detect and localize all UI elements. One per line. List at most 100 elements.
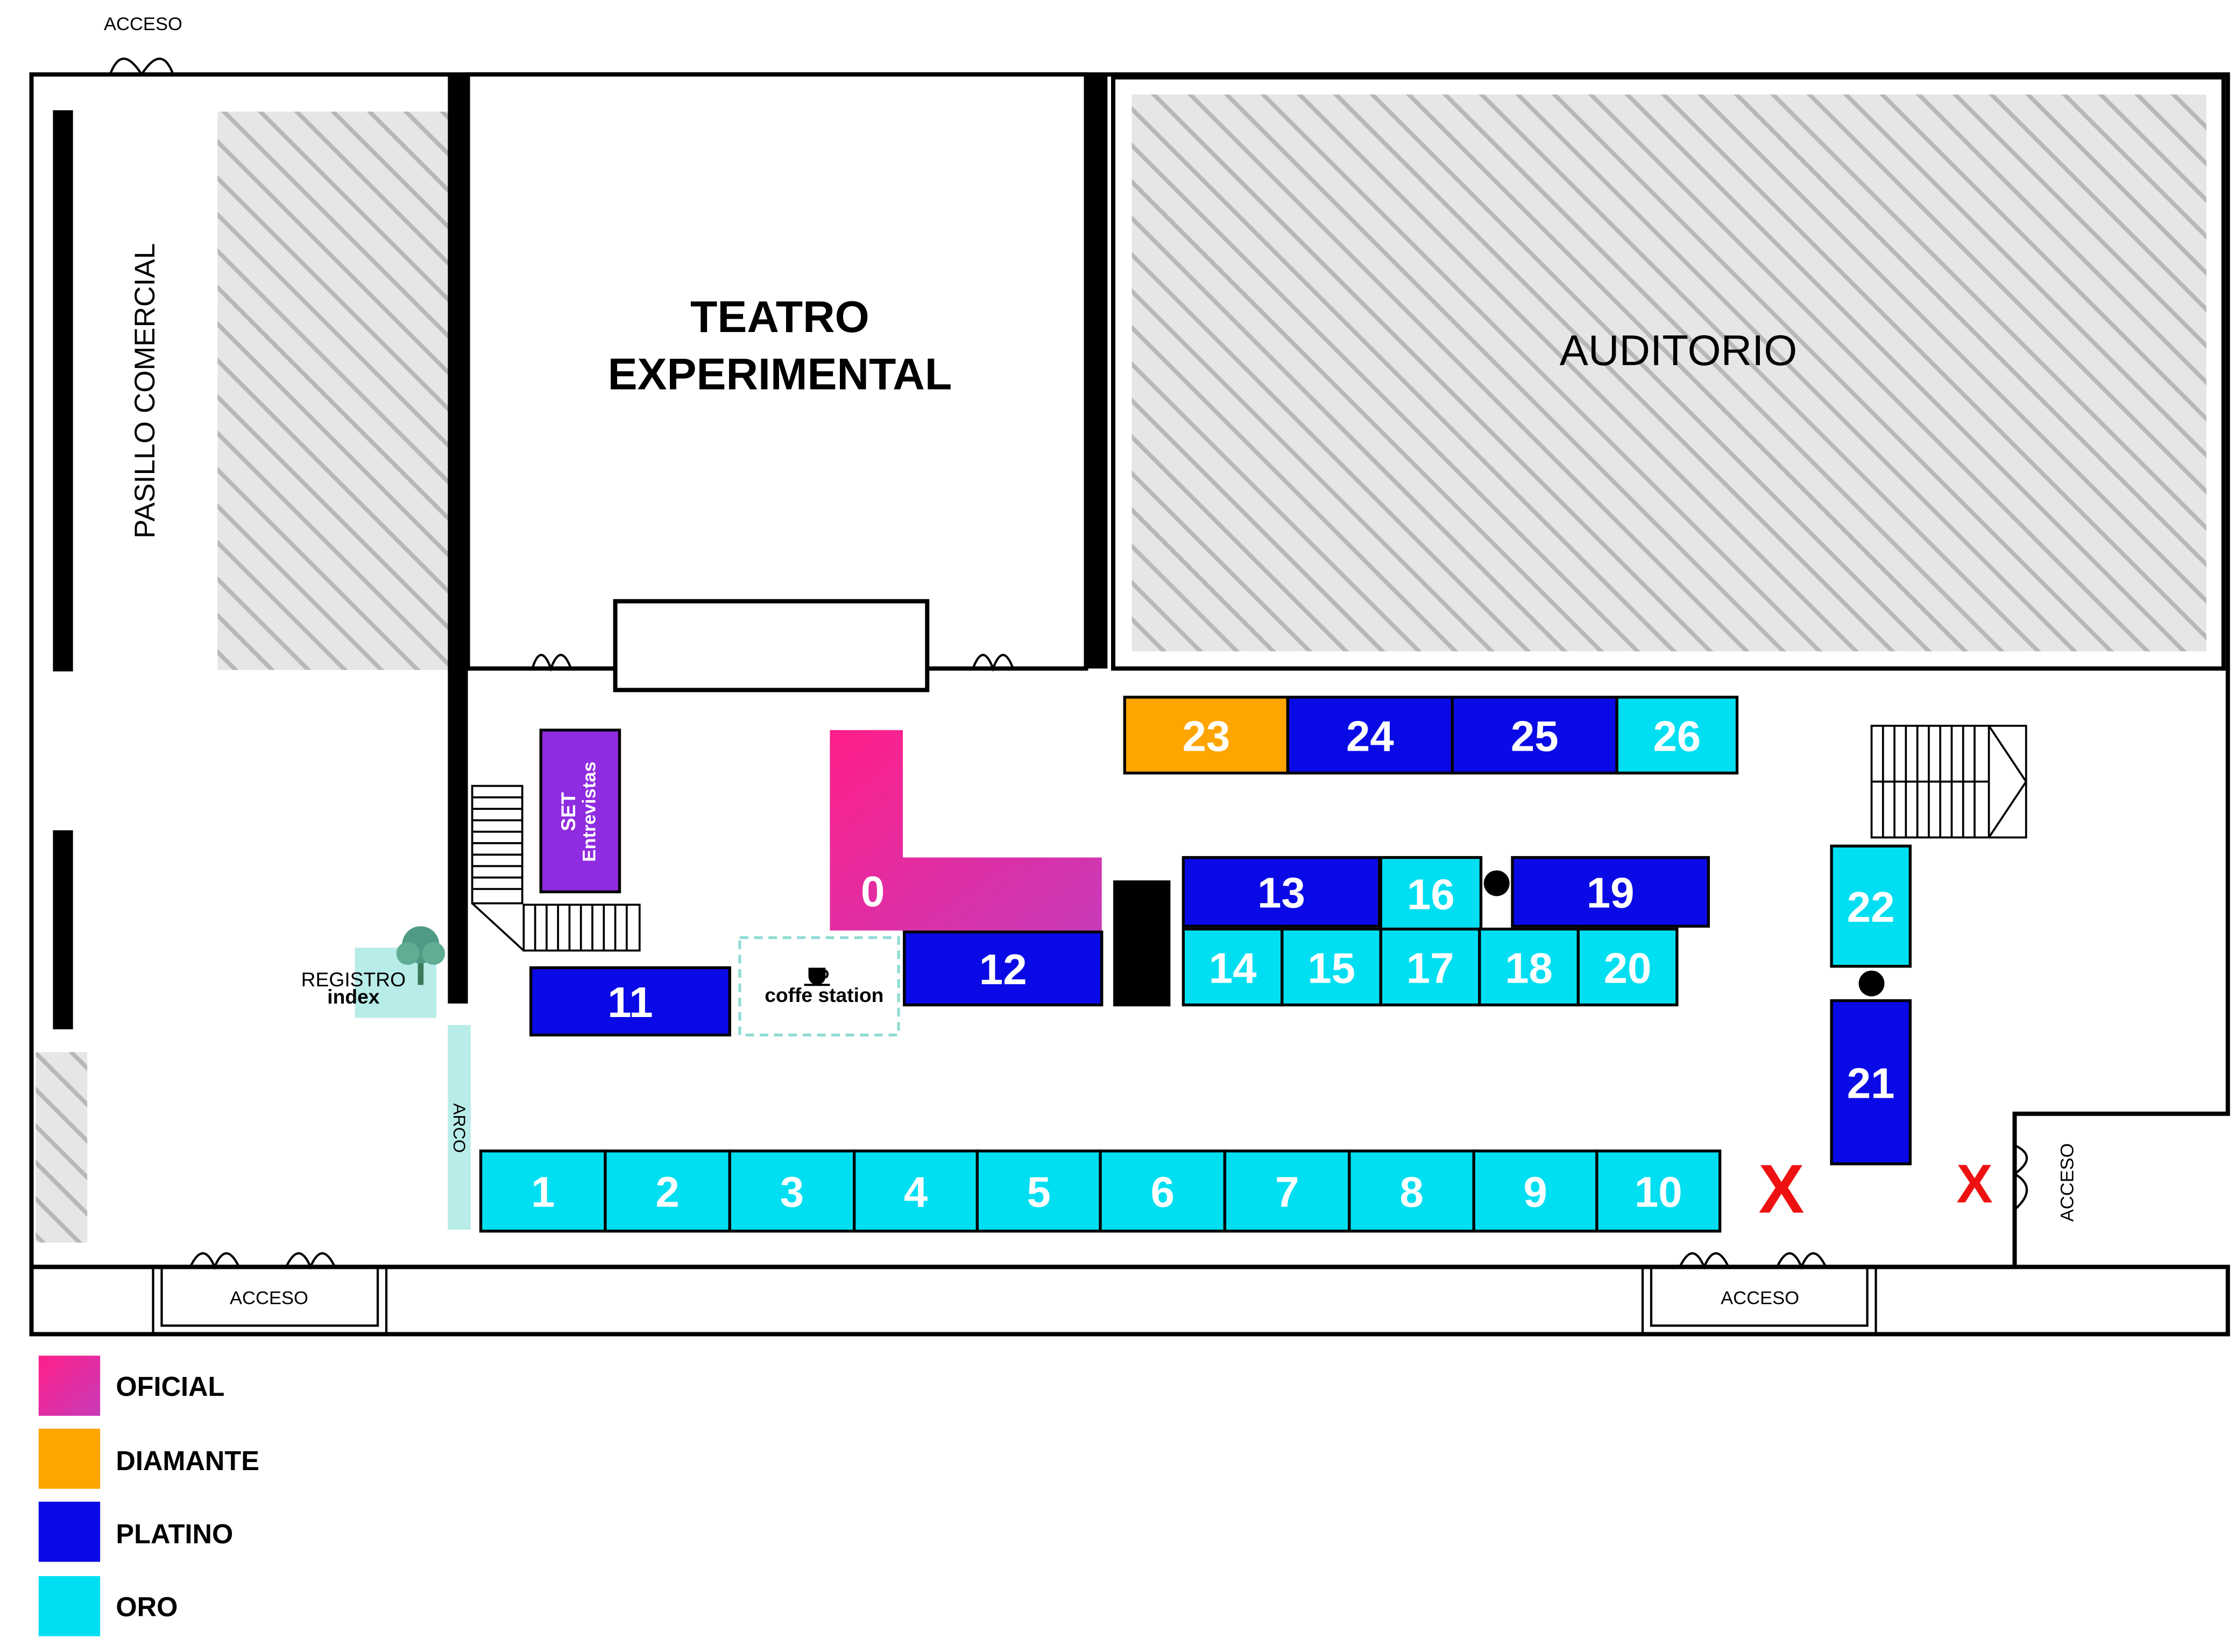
booth-shape [604, 1149, 731, 1233]
tree-logo-icon [396, 926, 445, 985]
booth-16: 16 [1379, 856, 1483, 931]
acceso-label-right: ACCESO [2057, 1143, 2077, 1222]
booth-shape [529, 966, 731, 1037]
booth-shape [1511, 856, 1710, 928]
pillar-dot [1483, 870, 1510, 896]
booth-18: 18 [1478, 927, 1580, 1007]
booth-number: 24 [1346, 712, 1394, 760]
acceso-label-top-left: ACCESO [104, 14, 182, 34]
acceso-label-bottom-left: ACCESO [230, 1288, 308, 1309]
booth-shape [1182, 856, 1381, 928]
pasillo-hatch-small [36, 1052, 88, 1243]
booth-number: 16 [1407, 870, 1455, 918]
booth-number: 26 [1653, 712, 1701, 760]
booth-shape [1123, 695, 1290, 775]
registro-label: REGISTRO [301, 968, 406, 991]
legend-label-oro: ORO [116, 1591, 178, 1622]
booth-shape [1099, 1149, 1227, 1233]
booth-4: 4 [853, 1149, 979, 1233]
booth-number: 6 [1151, 1168, 1175, 1216]
booth-number: 4 [904, 1168, 928, 1216]
booth-number: 13 [1257, 869, 1305, 917]
teatro-experimental-room [465, 72, 1088, 693]
pasillo-hatch-area [217, 111, 450, 670]
legend: OFICIAL DIAMANTE PLATINO ORO [38, 1356, 259, 1636]
pillar-dot [1858, 970, 1885, 997]
booth-shape [1615, 695, 1739, 775]
coffee-station-label: coffe station [765, 984, 883, 1006]
stairs-icon [471, 785, 641, 952]
booth-17: 17 [1379, 927, 1481, 1007]
black-column [1113, 880, 1171, 1007]
booth-number: 5 [1027, 1168, 1051, 1216]
booth-shape [1348, 1149, 1475, 1233]
booth-8: 8 [1348, 1149, 1475, 1233]
arco-label: ARCO [450, 1103, 469, 1153]
booth-21: 21 [1830, 999, 1912, 1166]
booth-15: 15 [1281, 927, 1382, 1007]
booth-number: 25 [1511, 712, 1559, 760]
teatro-title-line2: EXPERIMENTAL [608, 350, 952, 399]
booth-shape [1576, 927, 1679, 1007]
legend-swatch-platino [38, 1501, 101, 1562]
booth-24: 24 [1286, 695, 1454, 775]
booth-number: 9 [1523, 1168, 1547, 1216]
booth-number: 14 [1209, 944, 1257, 992]
booth-shape [853, 1149, 979, 1233]
set-label: SET [557, 792, 579, 831]
booth-0: 0 [830, 730, 1102, 931]
booth-22: 22 [1830, 844, 1912, 968]
pasillo-comercial-label: PASILLO COMERCIAL [129, 243, 161, 539]
booth-number: 0 [861, 867, 885, 915]
booth-25: 25 [1451, 695, 1618, 775]
booth-number: 3 [780, 1168, 804, 1216]
booth-14: 14 [1182, 927, 1284, 1007]
teatro-stage-box [613, 599, 930, 693]
booth-10: 10 [1595, 1149, 1722, 1233]
booth-shape [1223, 1149, 1351, 1233]
pasillo-wall-bar [53, 110, 73, 672]
booth-12: 12 [903, 930, 1104, 1007]
booth-9: 9 [1472, 1149, 1599, 1233]
booth-shape [1830, 844, 1912, 968]
building-walls [29, 72, 2230, 1337]
door-icons [109, 58, 2028, 1335]
legend-label-oficial: OFICIAL [116, 1371, 224, 1402]
acceso-label-bottom-right: ACCESO [1721, 1288, 1799, 1309]
booth-number: 20 [1604, 944, 1652, 992]
booth-13: 13 [1182, 856, 1381, 928]
booth-shape [1379, 856, 1483, 931]
booth-number: 8 [1399, 1168, 1423, 1216]
booth-number: 2 [655, 1168, 679, 1216]
booth-19: 19 [1511, 856, 1710, 928]
booth-number: 12 [979, 945, 1027, 993]
teatro-title-line1: TEATRO [690, 292, 869, 342]
booth-number: 11 [607, 978, 653, 1026]
booth-23: 23 [1123, 695, 1290, 775]
booth-number: 1 [531, 1168, 555, 1216]
booth-5: 5 [975, 1149, 1102, 1233]
legend-label-diamante: DIAMANTE [116, 1445, 259, 1476]
legend-swatch-oficial [38, 1356, 101, 1416]
booth-shape [830, 730, 1102, 931]
teatro-auditorio-wall [1086, 74, 1108, 669]
booth-shape [728, 1149, 856, 1233]
booth-shape [903, 930, 1104, 1007]
arco-area [448, 1025, 471, 1230]
booth-shape [1451, 695, 1618, 775]
auditorio-hatch [1131, 94, 2206, 652]
booth-11: 11 [529, 966, 731, 1037]
booth-20: 20 [1576, 927, 1679, 1007]
booth-number: 17 [1406, 944, 1454, 992]
divider-wall [448, 74, 468, 1004]
pasillo-wall-bar [53, 830, 73, 1029]
coffee-station-area [738, 936, 900, 1037]
booth-number: 7 [1275, 1168, 1299, 1216]
blocked-x-mark: X [1956, 1154, 1992, 1215]
booth-number: 19 [1587, 869, 1635, 917]
legend-label-platino: PLATINO [116, 1519, 233, 1549]
booth-2: 2 [604, 1149, 731, 1233]
legend-swatch-diamante [38, 1428, 101, 1489]
booth-1: 1 [479, 1149, 607, 1233]
